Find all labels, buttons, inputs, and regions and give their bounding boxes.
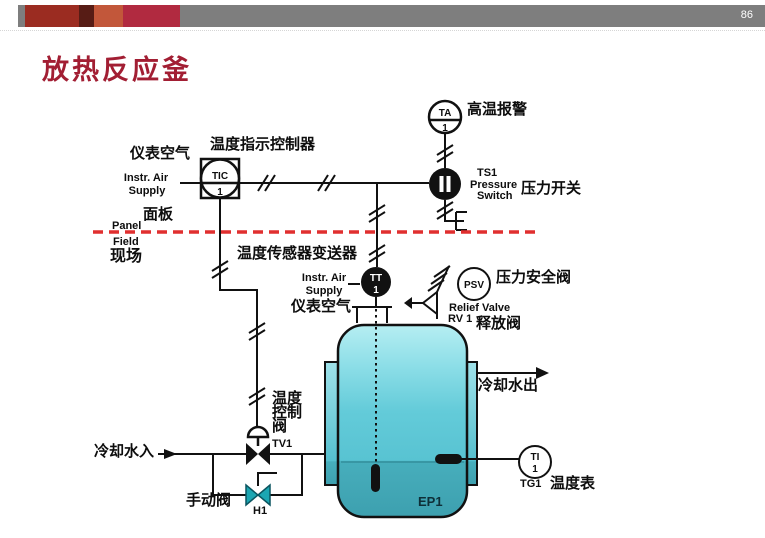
tt-transmitter: TT 1 xyxy=(361,267,391,297)
ts1-pressure-switch xyxy=(429,168,461,200)
label-instr-air-en-2b: Supply xyxy=(306,285,344,297)
thermowell-bulb xyxy=(371,464,380,492)
tv1-control-valve xyxy=(246,425,270,465)
accent-block-2 xyxy=(79,5,94,27)
label-ti-name: 温度表 xyxy=(550,474,596,492)
relief-discharge-arrow xyxy=(404,297,412,309)
label-psv-name: 压力安全阀 xyxy=(496,268,571,286)
page-number: 86 xyxy=(740,9,753,21)
label-instr-air-en-2a: Instr. Air xyxy=(302,272,347,284)
label-ts1-tag: TS1 xyxy=(477,167,497,179)
label-tv-line2: 控制 xyxy=(272,403,302,421)
reactor-vessel xyxy=(336,323,469,519)
ta-alarm: TA 1 xyxy=(427,99,463,135)
inflow-arrow xyxy=(164,449,177,459)
tg1-probe xyxy=(435,454,462,464)
label-cooling-in: 冷却水入 xyxy=(94,442,154,460)
label-h1-tag: H1 xyxy=(253,505,267,517)
ti-tag: TI xyxy=(531,452,540,463)
tic-tag: TIC xyxy=(212,171,228,182)
accent-block-1 xyxy=(25,5,79,27)
label-tg1-tag: TG1 xyxy=(520,478,541,490)
label-tv1-tag: TV1 xyxy=(272,438,292,450)
label-panel-en: Panel xyxy=(112,220,141,232)
vessel-top-nozzle xyxy=(352,297,392,323)
label-ta-name: 高温报警 xyxy=(467,100,527,118)
tt-tag: TT xyxy=(370,273,382,284)
label-ts1-name: 压力开关 xyxy=(521,179,581,197)
ti-gauge: TI 1 xyxy=(435,445,552,479)
h1-manual-valve xyxy=(245,483,271,507)
label-field-cn: 现场 xyxy=(110,247,142,265)
label-manual-valve: 手动阀 xyxy=(186,491,231,509)
outflow-arrow xyxy=(536,367,549,379)
psv-tag: PSV xyxy=(464,280,484,291)
label-panel-cn: 面板 xyxy=(143,205,174,223)
label-instr-air-cn-1: 仪表空气 xyxy=(129,144,190,162)
label-tt-name: 温度传感器变送器 xyxy=(237,244,358,262)
ta-tag: TA xyxy=(439,108,452,119)
ta-num: 1 xyxy=(442,123,448,134)
ti-num: 1 xyxy=(532,464,538,475)
header-divider xyxy=(0,30,765,31)
label-tv-line1: 温度 xyxy=(272,389,303,407)
label-psv-en-2: RV 1 xyxy=(448,313,472,325)
tic-controller: TIC 1 xyxy=(199,157,241,200)
label-instr-air-en-1a: Instr. Air xyxy=(124,172,169,184)
accent-block-3 xyxy=(94,5,123,27)
label-cooling-out: 冷却水出 xyxy=(478,376,538,394)
signal-hash-marks xyxy=(211,144,454,406)
tic-num: 1 xyxy=(217,187,223,198)
label-field-en: Field xyxy=(113,236,139,248)
label-tic-name: 温度指示控制器 xyxy=(210,135,316,153)
label-tv-line3: 阀 xyxy=(272,417,287,435)
psv-relief-valve: PSV xyxy=(421,267,491,317)
label-instr-air-cn-2: 仪表空气 xyxy=(290,297,351,315)
label-ts1-en-2: Switch xyxy=(477,190,513,202)
label-instr-air-en-1b: Supply xyxy=(129,185,167,197)
label-ts1-en-1: Pressure xyxy=(470,179,517,191)
tt-num: 1 xyxy=(373,285,379,296)
slide-title: 放热反应釜 xyxy=(42,55,192,85)
label-vessel-tag: EP1 xyxy=(418,494,443,509)
accent-block-4 xyxy=(123,5,180,27)
label-psv-en-1: Relief Valve xyxy=(449,302,510,314)
header-bar: 86 xyxy=(18,5,765,27)
label-psv-name-2: 释放阀 xyxy=(476,314,521,332)
